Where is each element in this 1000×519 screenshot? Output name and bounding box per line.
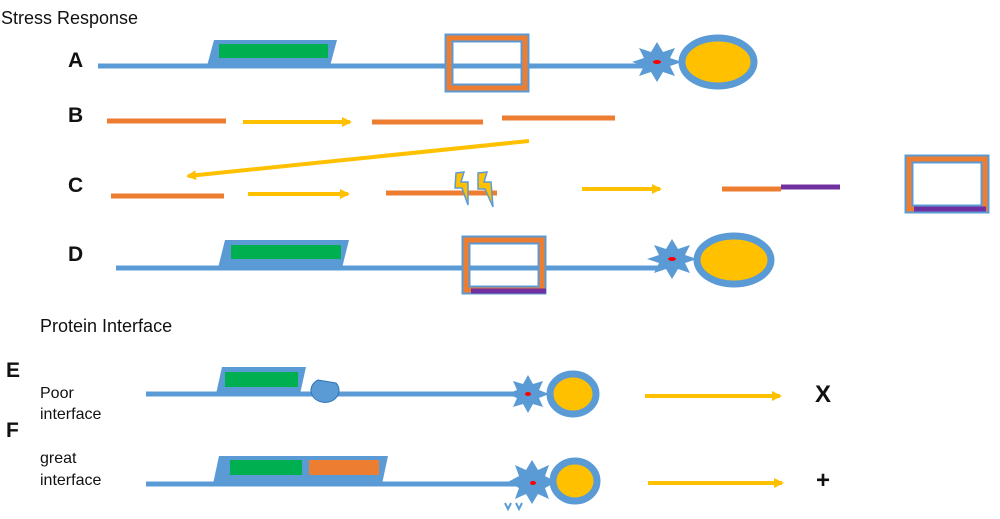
row-d-construct [116, 232, 775, 295]
poor-interface-line2: interface [40, 406, 102, 423]
row-d-green-domain [231, 245, 341, 259]
great-interface-line2: interface [40, 472, 102, 489]
row-f-interface-notch [504, 502, 523, 512]
row-a-construct [98, 33, 758, 93]
row-b-fragments [107, 115, 615, 181]
protein-interface-title: Protein Interface [40, 316, 173, 336]
row-a-green-domain [219, 44, 328, 58]
outcome-great-symbol: + [816, 467, 831, 494]
row-c-fragments [111, 154, 990, 214]
row-e-pacman-interface [310, 379, 340, 403]
row-f-green-domain [230, 460, 302, 475]
row-c-frame-inner [906, 156, 988, 212]
row-label-c: C [68, 174, 84, 197]
row-a-cell [678, 34, 758, 90]
row-e-construct [146, 367, 782, 418]
great-interface-line1: great [40, 450, 77, 467]
row-d-cell [693, 232, 775, 288]
row-f-red-dot [530, 481, 536, 485]
stress-response-title: Stress Response [1, 8, 139, 28]
row-label-f: F [6, 419, 19, 442]
row-b-return-arrow [186, 139, 530, 181]
row-f-cell [549, 457, 601, 505]
row-label-e: E [6, 359, 21, 382]
row-f-construct [146, 456, 784, 512]
lightning-bolt-icon-1 [454, 171, 469, 206]
row-a-orange-frame [444, 33, 530, 93]
poor-interface-line1: Poor [40, 385, 74, 402]
row-e-green-domain [225, 372, 298, 387]
row-d-frame [461, 235, 547, 295]
row-e-red-dot [525, 392, 531, 396]
row-a-orange-frame-inner [446, 35, 528, 91]
row-label-b: B [68, 104, 84, 127]
row-d-red-dot [668, 257, 676, 261]
lightning-bolt-icon-2 [477, 171, 494, 208]
row-f-orange-domain [309, 460, 379, 475]
outcome-poor-symbol: X [815, 381, 832, 408]
row-label-d: D [68, 243, 84, 266]
row-e-cell [546, 370, 600, 418]
row-label-a: A [68, 49, 84, 72]
row-a-red-dot [653, 60, 661, 64]
row-c-frame [904, 154, 990, 214]
row-d-frame-inner [463, 237, 545, 293]
